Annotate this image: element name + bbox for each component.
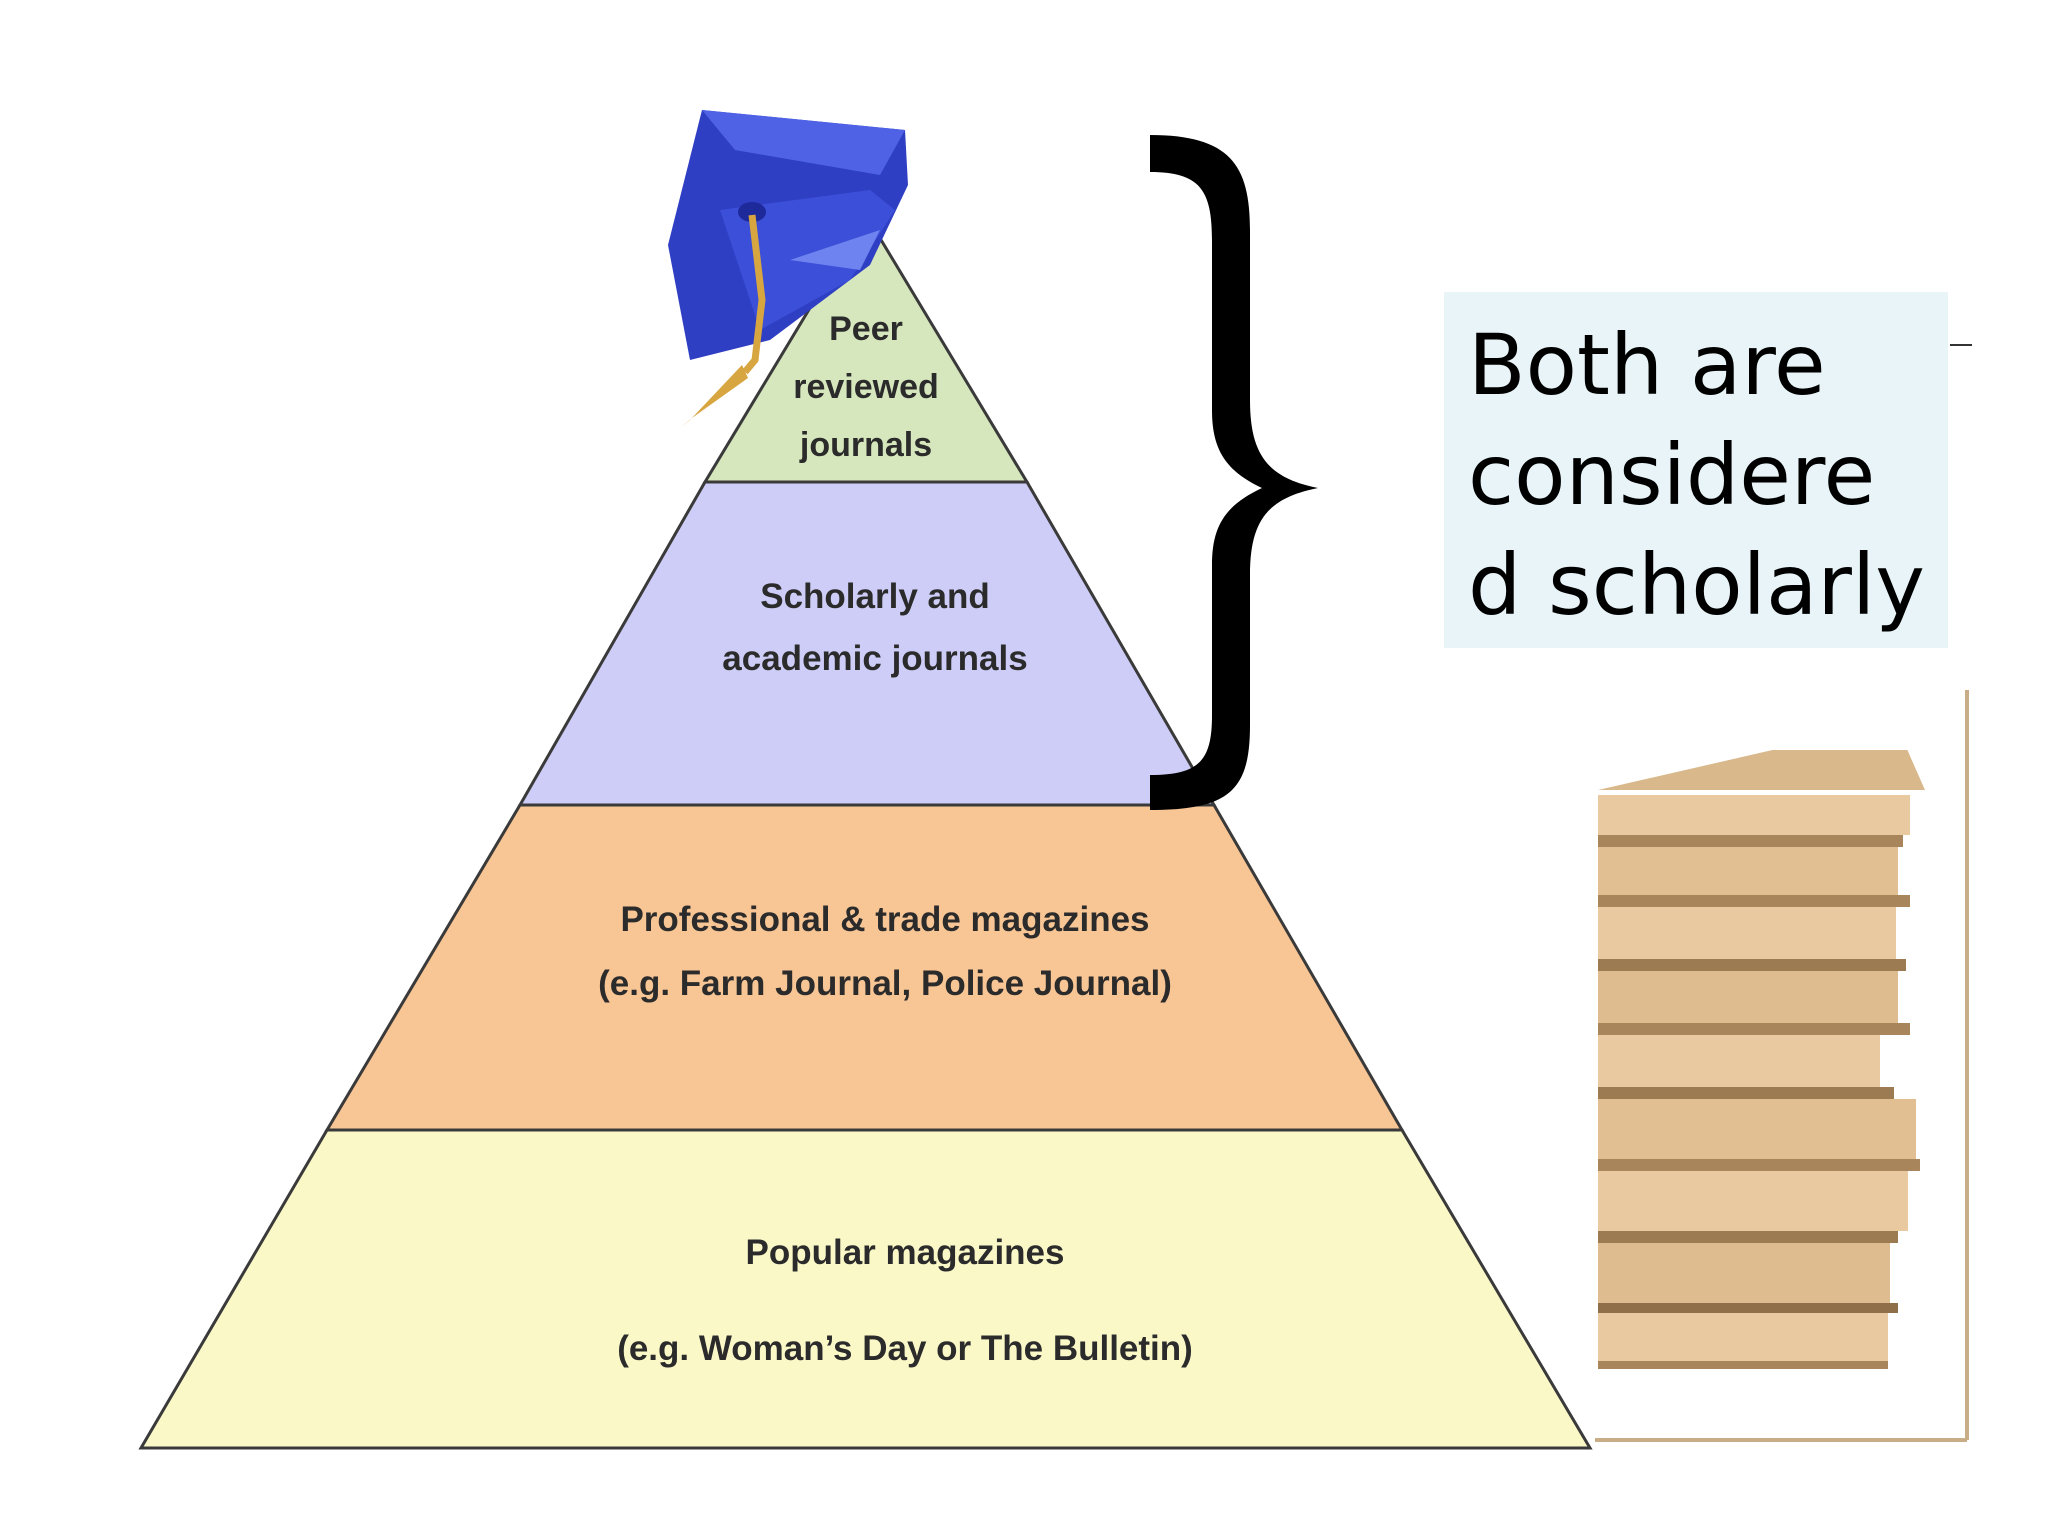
tier-label-line: Popular magazines: [745, 1233, 1065, 1272]
tier-label-line: reviewed: [793, 368, 939, 406]
callout-box: [1444, 292, 1948, 648]
tier-label-line: academic journals: [722, 639, 1028, 678]
tier-peer: [702, 212, 1030, 484]
tier-label-line: (e.g. Farm Journal, Police Journal): [598, 964, 1172, 1003]
tier-label-line: journals: [799, 426, 933, 464]
tier-label-line: Scholarly and: [760, 577, 990, 616]
callout-overflow-mask: [1444, 690, 1964, 750]
tier-label-line: Peer: [829, 310, 903, 348]
tier-label-professional: Professional & trade magazines (e.g. Far…: [598, 888, 1172, 1016]
pyramid: [138, 212, 1593, 1450]
tier-label-line: (e.g. Woman’s Day or The Bulletin): [617, 1329, 1193, 1368]
book-stack-icon: [1595, 690, 1969, 1442]
tier-label-peer: Peer reviewed journals: [793, 300, 939, 474]
graduation-cap-icon: [668, 110, 908, 428]
tier-label-popular: Popular magazines (e.g. Woman’s Day or T…: [617, 1205, 1193, 1397]
tier-label-scholarly: Scholarly and academic journals: [722, 566, 1027, 690]
callout-text: Both are considere d scholarly: [1468, 316, 1925, 634]
tier-label-line: Professional & trade magazines: [620, 900, 1150, 939]
callout-clip: Both are considere d scholarly: [1444, 292, 1964, 722]
right-curly-brace-icon: [1150, 135, 1318, 810]
